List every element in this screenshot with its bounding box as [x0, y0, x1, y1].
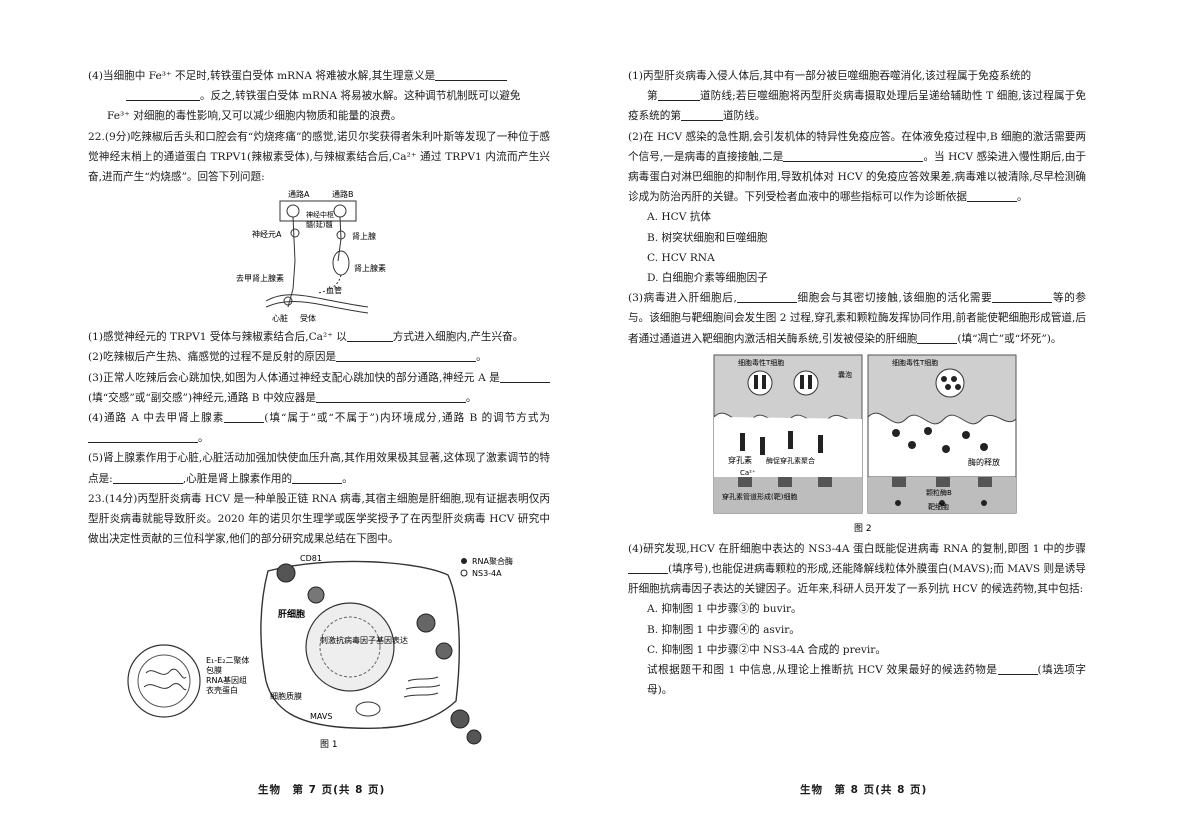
label-center: 神经中枢: [306, 210, 334, 219]
fig2-right-bottom: 靶细胞: [928, 502, 949, 511]
q23-3: (3)病毒进入肝细胞后,细胞会与其密切接触,该细胞的活化需要等的参与。该细胞与靶…: [628, 290, 1087, 345]
label-path-b: 通路B: [332, 189, 354, 199]
q23-1: (1)丙型肝炎病毒入侵人体后,其中有一部分被巨噬细胞吞噬消化,该过程属于免疫系统…: [628, 70, 1086, 123]
figure-2-caption: 图 2: [854, 523, 872, 534]
answer-blank[interactable]: [997, 662, 1038, 676]
label-epinephrine: 肾上腺素: [354, 263, 386, 273]
label-medulla: 髓(延)髓: [306, 220, 332, 229]
answer-blank[interactable]: [917, 331, 958, 344]
left-column: (4)当细胞中 Fe³⁺ 不足时,转铁蛋白受体 mRNA 将难被水解,其生理意义…: [88, 66, 550, 751]
hcv-cell-diagram: 刺激抗病毒因子基因表达 肝细胞 CD81 RNA聚合酶 NS3-4A MAVS …: [127, 554, 513, 750]
answer-blank[interactable]: [736, 290, 797, 304]
fig2-release: 酶的释放: [968, 457, 1000, 467]
label-nucleus-text: 刺激抗病毒因子基因表达: [320, 635, 408, 645]
label-adrenal: 肾上腺: [352, 231, 376, 241]
option-4b: B. 抑制图 1 中步骤④的 asvir。: [647, 623, 800, 636]
answer-blank[interactable]: [783, 149, 924, 162]
nerve-pathway-diagram: 通路A 通路B 神经中枢 髓(延)髓 神经元A 肾上腺 肾上腺素 去甲肾上腺素 …: [236, 189, 386, 323]
fig2-vesicle: 囊泡: [838, 370, 852, 379]
label-envelope: 包膜: [206, 665, 222, 675]
answer-blank[interactable]: [112, 471, 183, 484]
fig2-left-bottom: 穿孔素管道形成(靶)细胞: [722, 492, 797, 501]
right-column: (1)丙型肝炎病毒入侵人体后,其中有一部分被巨噬细胞吞噬消化,该过程属于免疫系统…: [628, 66, 1086, 700]
fig2-right-top: 细胞毒性T细胞: [892, 358, 938, 367]
answer-blank[interactable]: [224, 410, 265, 424]
answer-blank[interactable]: [126, 88, 200, 102]
label-receptor: 受体: [300, 313, 316, 323]
answer-blank[interactable]: [967, 189, 1017, 203]
legend-ns34a: NS3-4A: [472, 569, 502, 578]
q23-2: (2)在 HCV 感染的急性期,会引发机体的特异性免疫应答。在体液免疫过程中,B…: [628, 130, 1086, 204]
fig2-perforin: 穿孔素: [728, 455, 752, 465]
label-capsid: 衣壳蛋白: [206, 685, 238, 695]
option-2a: A. HCV 抗体: [647, 211, 711, 224]
figure-nerve-pathway: 通路A 通路B 神经中枢 髓(延)髓 神经元A 肾上腺 肾上腺素 去甲肾上腺素 …: [88, 189, 550, 327]
option-2b: B. 树突状细胞和巨噬细胞: [647, 231, 768, 244]
q23-intro: 23.(14分)丙型肝炎病毒 HCV 是一种单股正链 RNA 病毒,其宿主细胞是…: [88, 492, 550, 546]
answer-blank[interactable]: [500, 370, 550, 383]
label-cd81: CD81: [300, 554, 322, 563]
perforin-diagram: 细胞毒性T细胞 囊泡 穿孔素 酶促穿孔素聚合 Ca²⁺ 穿孔素管道形成(靶)细胞…: [713, 354, 1017, 534]
answer-blank[interactable]: [88, 430, 198, 444]
label-e1e2: E₁-E₂二聚体: [206, 655, 249, 665]
label-heart: 心脏: [272, 313, 288, 323]
answer-blank[interactable]: [346, 329, 393, 343]
answer-blank[interactable]: [992, 290, 1053, 304]
option-4a: A. 抑制图 1 中步骤③的 buvir。: [647, 603, 802, 616]
q22-intro: 22.(9分)吃辣椒后舌头和口腔会有“灼烧疼痛”的感觉,诺贝尔奖获得者朱利叶斯等…: [88, 130, 550, 184]
fig2-left-top: 细胞毒性T细胞: [738, 358, 784, 367]
answer-blank[interactable]: [292, 471, 343, 484]
fig2-polymer: 酶促穿孔素聚合: [766, 456, 815, 465]
q22-5: (5)肾上腺素作用于心脏,心脏活动加强加快使血压升高,其作用效果极其显著,这体现…: [88, 452, 550, 485]
page-footer-right: 生物 第 8 页(共 8 页): [800, 784, 928, 796]
option-4c: C. 抑制图 1 中步骤②中 NS3-4A 合成的 previr。: [647, 643, 886, 656]
fig2-right-mid: 颗粒酶B: [926, 488, 952, 497]
q23-4-final: 试根据题干和图 1 中信息,从理论上推断抗 HCV 效果最好的候选药物是(填选项…: [647, 662, 1086, 697]
page-footer-left: 生物 第 7 页(共 8 页): [258, 784, 386, 796]
legend-rna-pol: RNA聚合酶: [472, 556, 513, 566]
q22-2: (2)吃辣椒后产生热、痛感觉的过程不是反射的原因是。: [88, 349, 487, 364]
fig2-ca: Ca²⁺: [740, 469, 756, 477]
q22-1: (1)感觉神经元的 TRPV1 受体与辣椒素结合后,Ca²⁺ 以方式进入细胞内,…: [88, 329, 524, 344]
figure-2-perforin: 细胞毒性T细胞 囊泡 穿孔素 酶促穿孔素聚合 Ca²⁺ 穿孔素管道形成(靶)细胞…: [628, 353, 1086, 539]
label-mavs: MAVS: [310, 712, 332, 721]
label-hep-cell: 肝细胞: [278, 608, 305, 620]
label-genome: RNA基因组: [206, 675, 247, 685]
answer-blank[interactable]: [680, 108, 723, 122]
answer-blank[interactable]: [628, 561, 668, 575]
figure-1-hcv: 刺激抗病毒因子基因表达 肝细胞 CD81 RNA聚合酶 NS3-4A MAVS …: [88, 551, 550, 751]
q22-4: (4)通路 A 中去甲肾上腺素(填“属于”或“不属于”)内环境成分,通路 B 的…: [88, 410, 550, 445]
answer-blank[interactable]: [336, 349, 477, 363]
answer-blank[interactable]: [657, 88, 700, 102]
label-path-a: 通路A: [288, 189, 310, 199]
q23-4: (4)研究发现,HCV 在肝细胞中表达的 NS3-4A 蛋白既能促进病毒 RNA…: [628, 542, 1086, 596]
option-2d: D. 白细胞介素等细胞因子: [647, 272, 768, 285]
label-cytoplasm: 细胞质膜: [270, 691, 302, 701]
figure-1-caption: 图 1: [320, 739, 338, 750]
answer-blank[interactable]: [435, 68, 508, 81]
option-2c: C. HCV RNA: [647, 251, 715, 264]
answer-blank[interactable]: [315, 390, 466, 403]
q21-4: (4)当细胞中 Fe³⁺ 不足时,转铁蛋白受体 mRNA 将难被水解,其生理意义…: [88, 68, 521, 123]
label-norepi: 去甲肾上腺素: [236, 273, 284, 283]
label-vessel: 血管: [326, 285, 342, 295]
q22-3: (3)正常人吃辣后会心跳加快,如图为人体通过神经支配心跳加快的部分通路,神经元 …: [88, 368, 550, 408]
label-neuron-a: 神经元A: [252, 229, 282, 239]
